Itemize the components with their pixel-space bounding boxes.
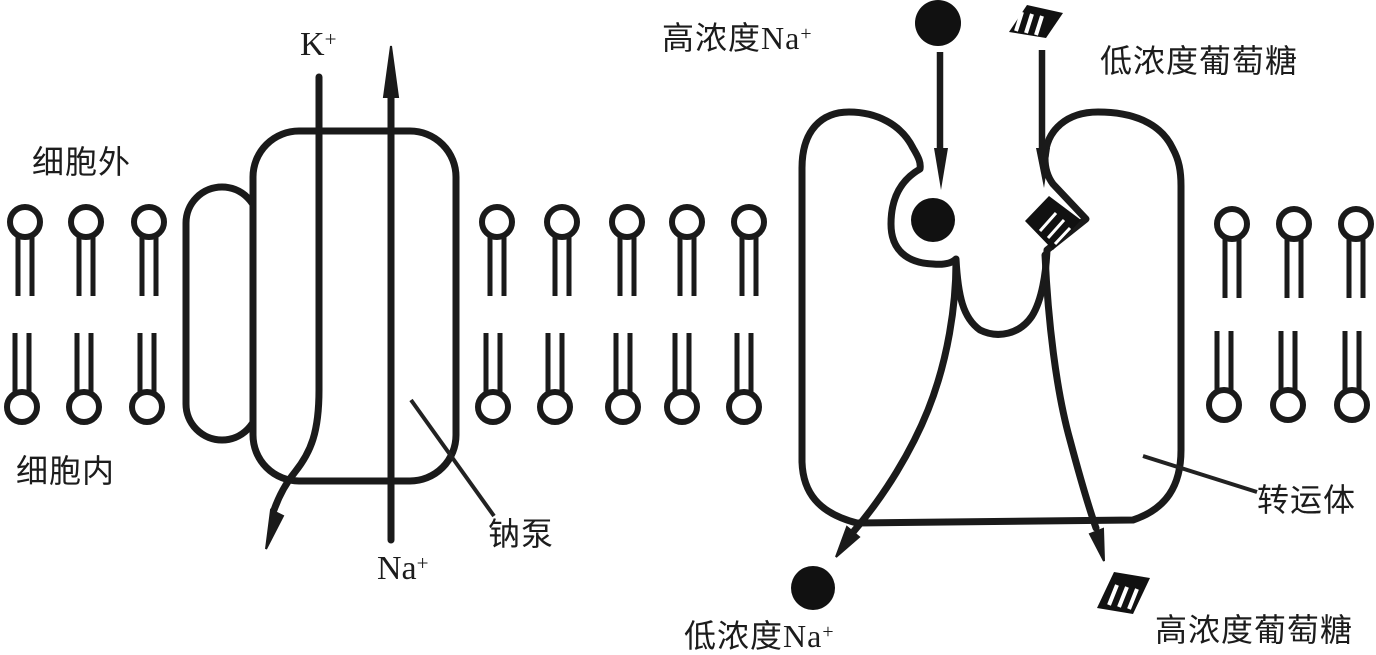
phospholipid-icon: [10, 207, 40, 296]
phospholipid-icon: [729, 333, 759, 422]
transporter-pointer-line: [1142, 454, 1258, 494]
glucose-entry: [1009, 5, 1063, 188]
sodium-pump-pointer-line: [409, 398, 496, 518]
phospholipid-icon: [132, 333, 162, 422]
sodium-pump-body: [249, 127, 460, 485]
label-intracellular: 细胞内: [16, 453, 116, 489]
phospholipid-icon: [69, 333, 99, 422]
label-low-concentration-na: 低浓度Na+: [684, 618, 834, 654]
phospholipid-icon: [482, 207, 512, 296]
label-extracellular: 细胞外: [32, 144, 132, 180]
phospholipid-icon: [547, 207, 577, 296]
label-k-ion: K+: [300, 26, 337, 63]
label-sodium-pump: 钠泵: [488, 516, 555, 552]
sodium-pump-subunit: [182, 183, 262, 444]
label-transporter: 转运体: [1257, 482, 1357, 518]
sodium-ion-icon: [915, 0, 961, 46]
phospholipid-icon: [672, 207, 702, 296]
glucose-released-icon: [1097, 572, 1150, 614]
phospholipid-icon: [667, 333, 697, 422]
sodium-ion-bound-icon: [911, 198, 955, 242]
phospholipid-icon: [1279, 209, 1309, 298]
label-na-ion: Na+: [377, 550, 429, 587]
glucose-bound-icon: [1025, 196, 1081, 250]
phospholipid-icon: [1337, 331, 1367, 420]
na-release-arrow: [835, 258, 960, 558]
label-high-concentration-glucose: 高浓度葡萄糖: [1155, 612, 1354, 648]
transporter-outline: [798, 108, 1185, 527]
phospholipid-icon: [1273, 331, 1303, 420]
phospholipid-icon: [1209, 331, 1239, 420]
label-low-concentration-glucose: 低浓度葡萄糖: [1100, 43, 1299, 79]
phospholipid-icon: [1341, 209, 1371, 298]
phospholipid-icon: [540, 333, 570, 422]
phospholipid-icon: [71, 207, 101, 296]
phospholipid-icon: [612, 207, 642, 296]
phospholipid-icon: [734, 207, 764, 296]
na-ion-entry: [915, 0, 961, 190]
sodium-ion-released-icon: [791, 566, 835, 610]
phospholipid-icon: [608, 333, 638, 422]
phospholipid-icon: [1217, 209, 1247, 298]
glucose-release-arrow: [1041, 251, 1105, 562]
label-high-concentration-na: 高浓度Na+: [662, 20, 812, 56]
na-ion-path-arrow: [382, 45, 400, 544]
phospholipid-icon: [478, 333, 508, 422]
phospholipid-icon: [7, 333, 37, 422]
k-ion-path-arrow: [265, 73, 323, 550]
phospholipid-icon: [134, 207, 164, 296]
